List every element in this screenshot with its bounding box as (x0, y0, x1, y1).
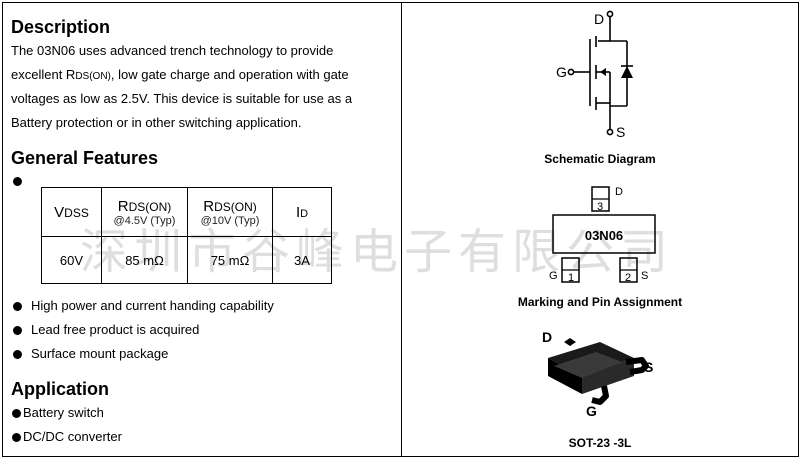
spec-header-rdson-10v: RDS(ON)@10V (Typ) (187, 187, 273, 237)
description-line-2: excellent RDS(ON), low gate charge and o… (11, 67, 349, 82)
company-watermark: 深圳市谷峰电子有限公司 (80, 224, 675, 280)
description-line-3: voltages as low as 2.5V. This device is … (11, 91, 353, 106)
schematic-label-s: S (616, 124, 625, 138)
marking-code: 03N06 (585, 228, 623, 243)
marking-pin-diagram: 03N06 3 1 2 D G S (549, 186, 656, 284)
application-bullet (12, 409, 21, 418)
features-heading: General Features (11, 148, 159, 168)
spec-header-rdson-4v5: RDS(ON)@4.5V (Typ) (101, 187, 188, 237)
spec-value-rdson-10v: 75 mΩ (187, 236, 273, 284)
mosfet-schematic-diagram: D G S (556, 10, 633, 138)
feature-item-2: Lead free product is acquired (31, 322, 200, 337)
marking-caption: Marking and Pin Assignment (517, 295, 683, 309)
feature-item-3: Surface mount package (31, 346, 169, 361)
pin-1-number: 1 (568, 272, 574, 284)
feature-bullet (13, 326, 22, 335)
package-label-g: G (586, 403, 597, 419)
package-label-s: S (644, 359, 653, 375)
description-line-1: The 03N06 uses advanced trench technolog… (11, 43, 334, 58)
spec-header-vdss: VDSS (41, 187, 102, 237)
pin-s-label: S (641, 270, 648, 282)
application-heading: Application (11, 379, 109, 399)
package-caption: SOT-23 -3L (568, 436, 632, 450)
feature-item-1: High power and current handing capabilit… (31, 298, 274, 313)
spec-value-vdss: 60V (41, 236, 102, 284)
spec-value-rdson-4v5: 85 mΩ (101, 236, 188, 284)
feature-bullet (13, 350, 22, 359)
description-heading: Description (11, 17, 111, 37)
pin-2-number: 2 (625, 272, 631, 284)
schematic-label-d: D (594, 11, 604, 27)
sot23-package-drawing: D S G (542, 329, 653, 419)
pin-3-number: 3 (597, 201, 603, 213)
application-bullet (12, 433, 21, 442)
schematic-label-g: G (556, 64, 567, 80)
application-item-1: Battery switch (23, 405, 104, 420)
spec-value-id: 3A (272, 236, 332, 284)
schematic-caption: Schematic Diagram (544, 152, 656, 166)
description-line-4: Battery protection or in other switching… (11, 115, 302, 130)
package-label-d: D (542, 329, 552, 345)
spec-table: VDSS RDS(ON)@4.5V (Typ) RDS(ON)@10V (Typ… (41, 187, 332, 284)
pin-g-label: G (549, 270, 558, 282)
pin-d-label: D (615, 186, 623, 198)
application-item-2: DC/DC converter (23, 429, 122, 444)
features-table-bullet (13, 177, 22, 186)
column-divider (401, 2, 402, 457)
spec-header-id: ID (272, 187, 332, 237)
feature-bullet (13, 302, 22, 311)
